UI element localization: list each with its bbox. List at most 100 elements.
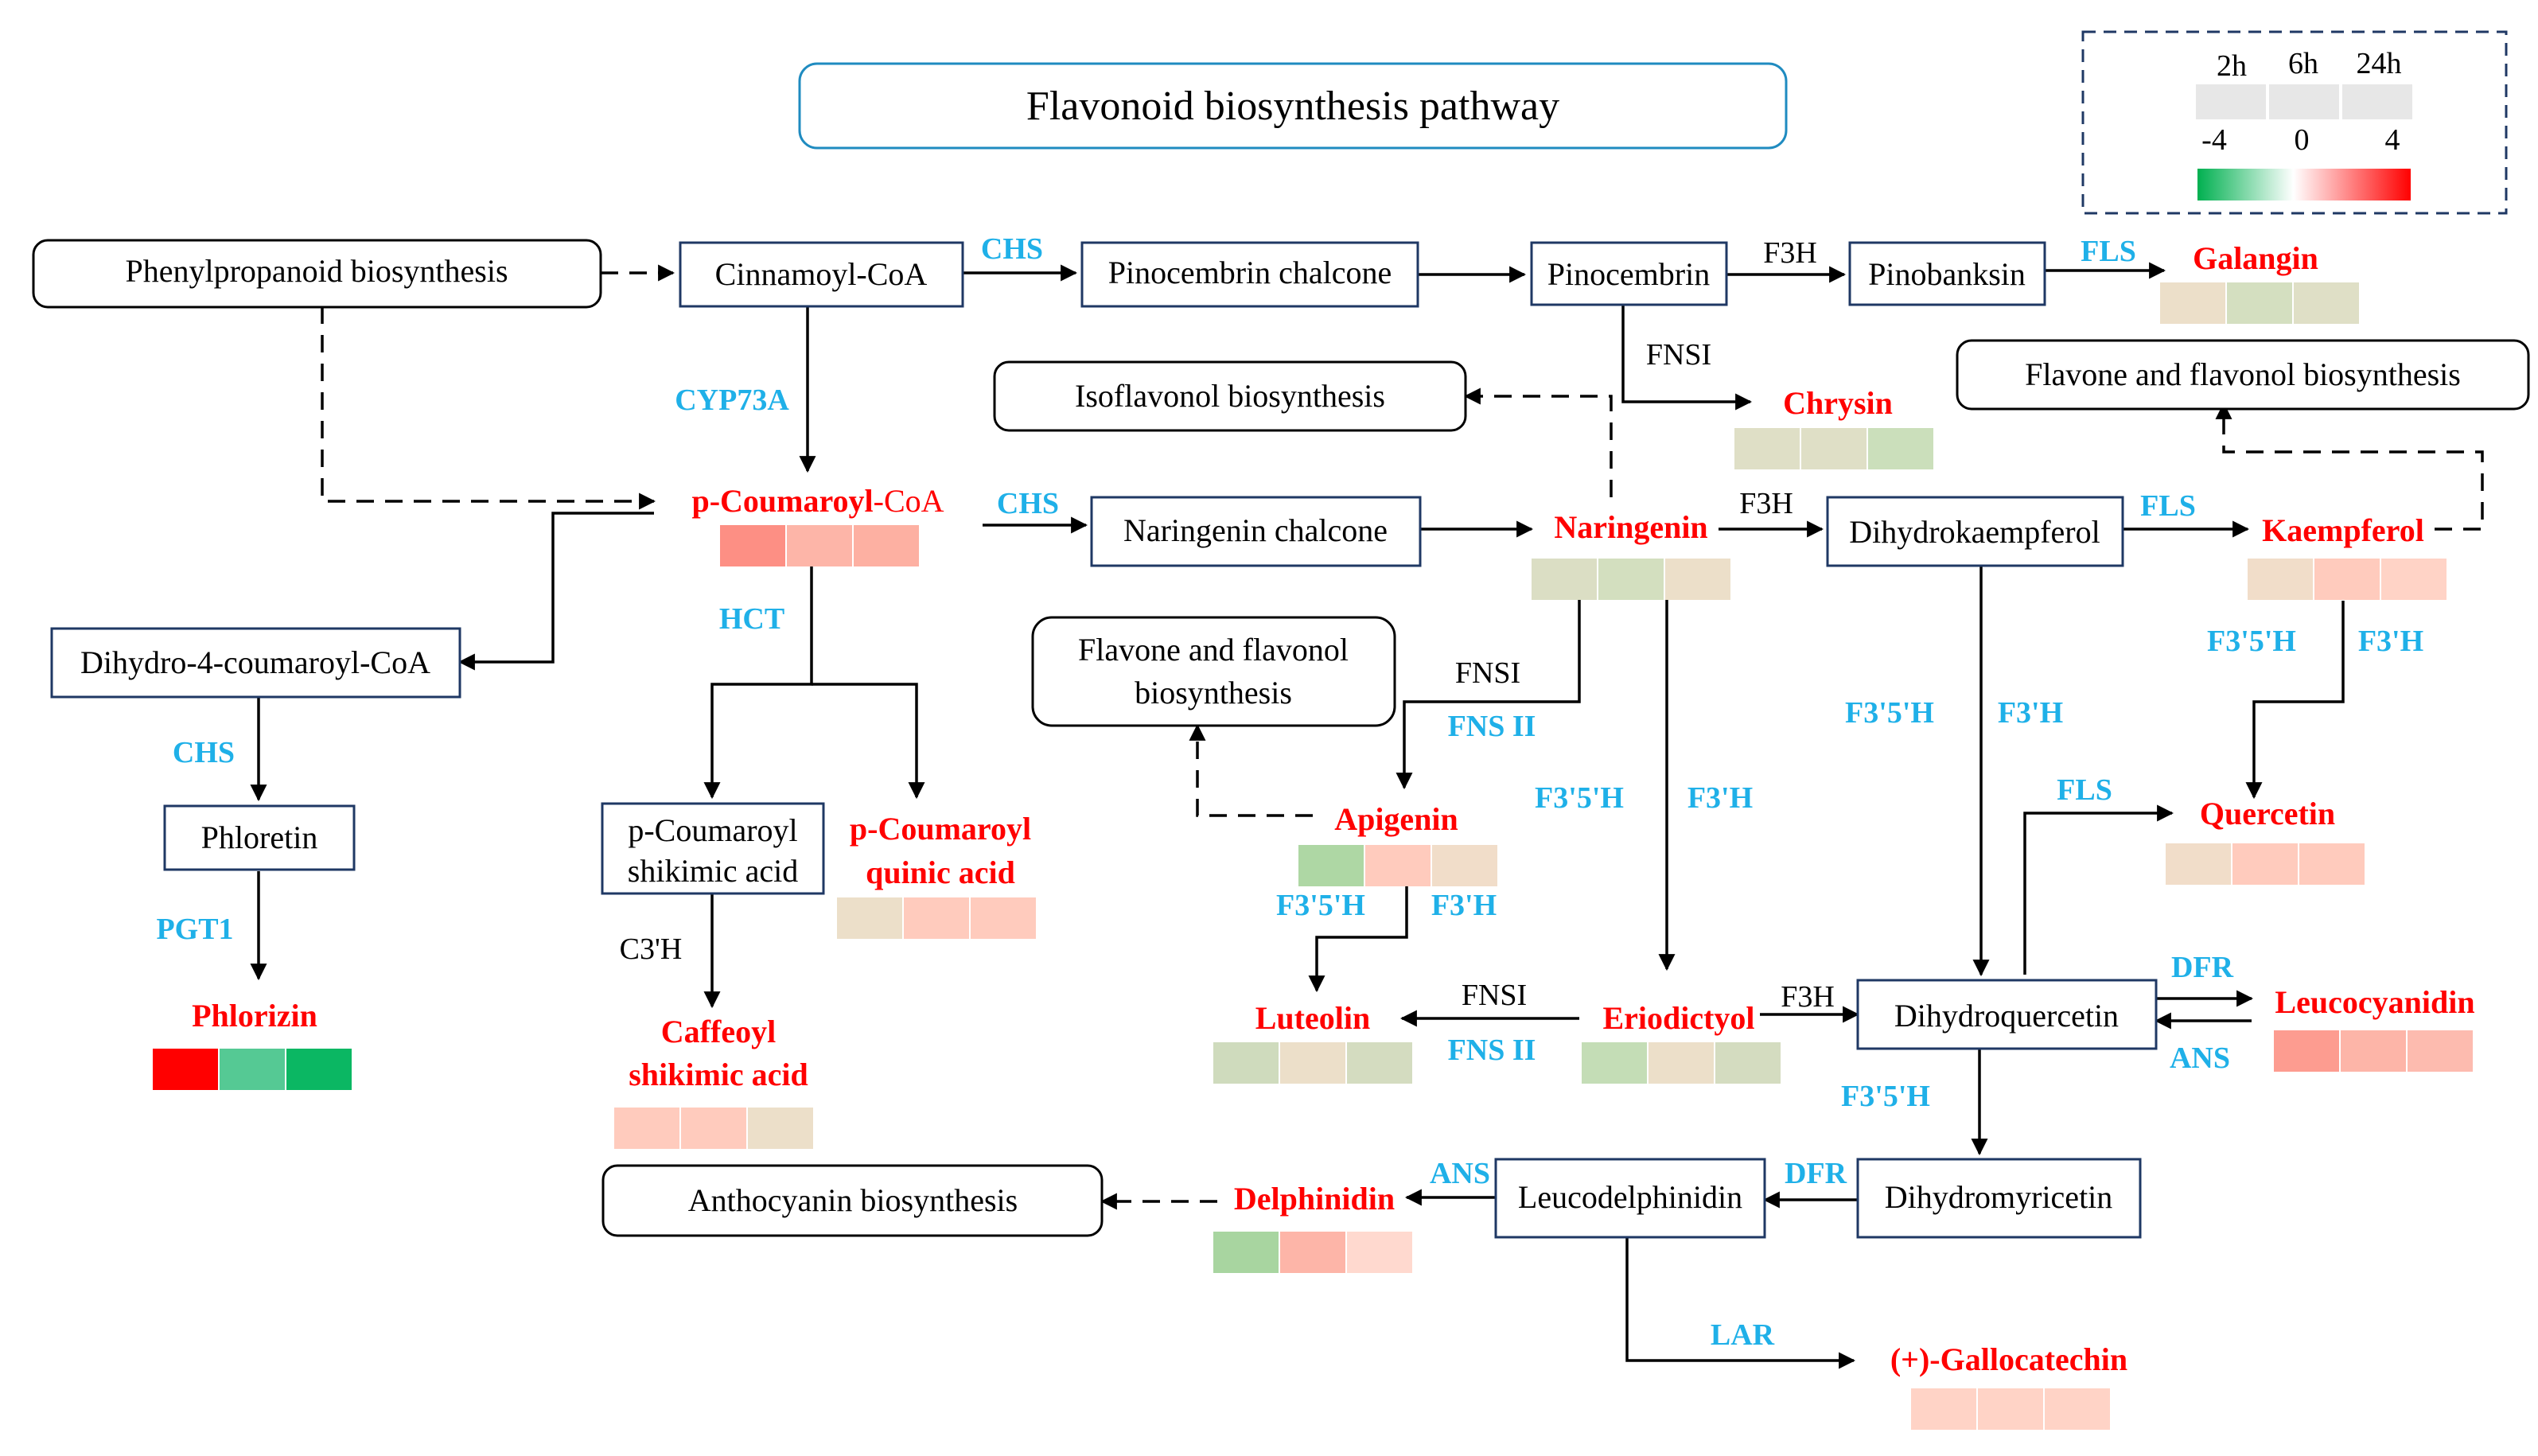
edge-hct-quinic [812, 683, 925, 800]
pinobanksin-box [1848, 241, 2046, 306]
legend-scale-min: -4 [2201, 123, 2227, 157]
pinocembrin-chalcone-label: Pinocembrin chalcone [1108, 255, 1392, 290]
phenylpropanoid-box [32, 239, 602, 309]
legend-scale-max: 4 [2385, 123, 2400, 157]
caffeoyl-shikimic-label-1: Caffeoyl [661, 1014, 776, 1049]
enzyme-lar: LAR [1711, 1318, 1775, 1352]
p-coumaroyl-coa-label-red: p-Coumaroyl [691, 483, 873, 519]
title-box [798, 62, 1788, 150]
enzyme-f3h-1: F3H [1763, 236, 1817, 270]
heatmap-galangin-cell-2h [2160, 282, 2225, 324]
heatmap-luteolin-cell-6h [1280, 1042, 1345, 1084]
enzyme-fls-3: FLS [2057, 773, 2112, 807]
heatmap-delphinidin [1213, 1232, 1412, 1273]
heatmap-gallocatechin-cell-2h [1911, 1388, 1976, 1430]
enzyme-f35h-dihydrokaempferol: F3'5'H [1845, 696, 1934, 730]
heatmap-eriodictyol-cell-2h [1582, 1042, 1647, 1084]
anthocyanin-label: Anthocyanin biosynthesis [688, 1182, 1018, 1218]
heatmap-caffeoyl-shikimic-acid-cell-24h [748, 1108, 813, 1149]
heatmap-phlorizin [153, 1049, 352, 1090]
flavone-flavonol-top-label: Flavone and flavonol biosynthesis [2025, 356, 2461, 392]
heatmap-p-coumaroyl-quinic-acid-cell-6h [904, 897, 969, 939]
enzyme-fnsii-2: FNS II [1448, 1034, 1536, 1067]
naringenin-chalcone-box [1090, 496, 1422, 567]
dihydroquercetin-label: Dihydroquercetin [1894, 998, 2119, 1034]
luteolin-label: Luteolin [1255, 1000, 1370, 1036]
heatmap-gallocatechin [1911, 1388, 2110, 1430]
enzyme-chs-1: CHS [981, 232, 1043, 266]
heatmap-caffeoyl-shikimic-acid-cell-6h [681, 1108, 746, 1149]
leucodelphinidin-label: Leucodelphinidin [1518, 1179, 1742, 1215]
dihydrokaempferol-label: Dihydrokaempferol [1849, 514, 2100, 550]
edge-naringenin-apigenin [1396, 587, 1581, 790]
heatmap-galangin-cell-24h [2294, 282, 2359, 324]
enzyme-f3h-apigenin: F3'H [1431, 889, 1497, 922]
p-coumaroyl-shikimic-label-1: p-Coumaroyl [628, 812, 797, 848]
legend-time-2h: 2h [2217, 49, 2247, 83]
flavone-flavonol-mid-box [1031, 616, 1396, 727]
enzyme-f35h-kaempferol: F3'5'H [2207, 625, 2296, 658]
heatmap-kaempferol-cell-24h [2381, 559, 2447, 600]
legend-time-cell-2h [2196, 84, 2266, 119]
edge-hct-trunk [703, 557, 813, 800]
heatmap-naringenin-cell-6h [1598, 559, 1664, 600]
p-coumaroyl-quinic-label-2: quinic acid [866, 855, 1015, 890]
enzyme-fls-2: FLS [2140, 489, 2196, 523]
edge-apigenin-flavone-mid [1189, 723, 1313, 817]
heatmap-kaempferol-cell-6h [2314, 559, 2380, 600]
heatmap-gallocatechin-cell-6h [1978, 1388, 2043, 1430]
phloretin-box [163, 804, 356, 871]
heatmap-apigenin [1298, 845, 1497, 886]
enzyme-fnsi-2: FNSI [1455, 656, 1520, 690]
heatmap-leucocyanidin [2274, 1030, 2473, 1072]
phlorizin-label: Phlorizin [192, 998, 317, 1034]
heatmap-delphinidin-cell-6h [1280, 1232, 1345, 1273]
legend-scale-mid: 0 [2295, 123, 2310, 157]
heatmap-luteolin [1213, 1042, 1412, 1084]
heatmap-eriodictyol [1582, 1042, 1781, 1084]
p-coumaroyl-quinic-label-1: p-Coumaroyl [850, 811, 1031, 847]
heatmap-leucocyanidin-cell-6h [2341, 1030, 2406, 1072]
enzyme-f3h-kaempferol: F3'H [2358, 625, 2423, 658]
heatmap-delphinidin-cell-24h [1347, 1232, 1412, 1273]
phloretin-label: Phloretin [201, 819, 318, 855]
enzyme-ans-2: ANS [1430, 1157, 1490, 1190]
heatmap-quercetin-cell-24h [2299, 843, 2365, 885]
leucodelphinidin-box [1494, 1158, 1766, 1239]
dihydro-4-coumaroyl-coa-label: Dihydro-4-coumaroyl-CoA [80, 644, 430, 680]
enzyme-fnsi-3: FNSI [1462, 979, 1527, 1012]
anthocyanin-box [601, 1164, 1104, 1237]
kaempferol-label: Kaempferol [2262, 512, 2424, 548]
enzyme-dfr-2: DFR [1785, 1157, 1847, 1190]
enzyme-ans-1: ANS [2170, 1041, 2230, 1075]
p-coumaroyl-coa-label-suffix: -CoA [874, 483, 944, 519]
naringenin-label: Naringenin [1554, 509, 1707, 545]
pinocembrin-label: Pinocembrin [1547, 256, 1710, 292]
dihydromyricetin-label: Dihydromyricetin [1885, 1179, 2113, 1215]
heatmap-phlorizin-cell-2h [153, 1049, 218, 1090]
dihydromyricetin-box [1856, 1158, 2142, 1239]
edge-pinocembrin-chrysin [1621, 304, 1753, 411]
enzyme-f35h-apigenin: F3'5'H [1276, 889, 1365, 922]
legend-time-24h: 24h [2357, 47, 2402, 80]
p-coumaroyl-shikimic-label-2: shikimic acid [628, 853, 798, 889]
flavone-flavonol-top-box [1956, 339, 2530, 411]
heatmap-naringenin [1532, 559, 1730, 600]
edge-dihydroquercetin-quercetin [2023, 804, 2174, 975]
heatmap-phlorizin-cell-6h [220, 1049, 285, 1090]
heatmap-galangin-cell-6h [2227, 282, 2292, 324]
heatmap-chrysin-cell-6h [1801, 428, 1867, 469]
chrysin-label: Chrysin [1783, 385, 1893, 421]
pinocembrin-box [1530, 241, 1728, 306]
flavone-flavonol-mid-label-1: Flavone and flavonol [1078, 632, 1349, 668]
heatmap-gallocatechin-cell-24h [2045, 1388, 2110, 1430]
heatmap-caffeoyl-shikimic-acid-cell-2h [614, 1108, 679, 1149]
isoflavonol-box [993, 360, 1467, 432]
quercetin-label: Quercetin [2200, 796, 2335, 831]
heatmap-p-coumaroyl-quinic-acid [837, 897, 1036, 939]
enzyme-c3h: C3'H [620, 932, 683, 966]
enzyme-fnsii-1: FNS II [1448, 710, 1536, 743]
galangin-label: Galangin [2193, 240, 2318, 276]
legend-color-bar [2197, 169, 2411, 200]
